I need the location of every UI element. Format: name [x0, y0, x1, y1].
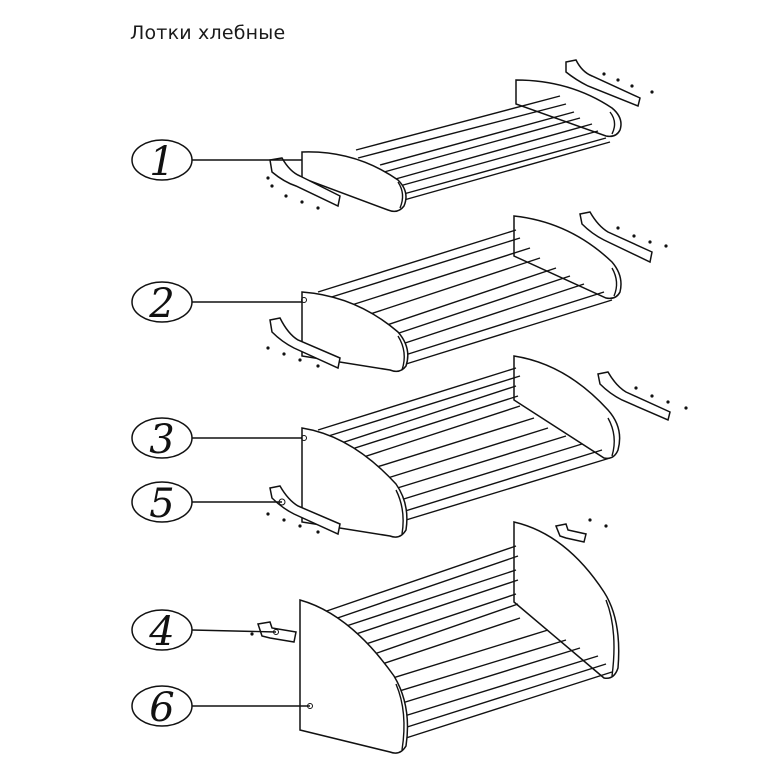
callout-6: 6: [131, 685, 193, 731]
page-title: Лотки хлебные: [130, 22, 286, 44]
tray-1-drawing: [266, 59, 654, 213]
callout-4-label: 4: [148, 609, 174, 655]
tray-3-drawing: [301, 355, 688, 538]
mount-bracket-5-drawing: [266, 485, 341, 536]
tray-3-bracket-far: [597, 371, 688, 422]
callout-4: 4: [131, 609, 193, 655]
callout-3-label: 3: [149, 417, 174, 463]
callout-1-label: 1: [149, 139, 174, 185]
tray-2-bracket-far: [579, 211, 668, 264]
callout-1: 1: [131, 139, 193, 185]
tray-1-bracket-far: [565, 59, 654, 108]
tray-2-bracket-near: [266, 317, 341, 370]
tray-6-bracket-far: [554, 518, 608, 543]
tray-2-drawing: [266, 211, 668, 373]
small-bracket-4-drawing: [250, 621, 297, 643]
callout-5: 5: [131, 481, 193, 527]
callout-5-label: 5: [149, 481, 174, 527]
callout-3: 3: [131, 417, 193, 463]
callout-2-label: 2: [148, 281, 174, 327]
tray-1-bracket-near: [266, 157, 341, 210]
leader-lines: [191, 159, 310, 707]
callout-6-label: 6: [149, 685, 174, 731]
callout-2: 2: [131, 281, 193, 327]
tray-6-drawing: [299, 518, 620, 754]
